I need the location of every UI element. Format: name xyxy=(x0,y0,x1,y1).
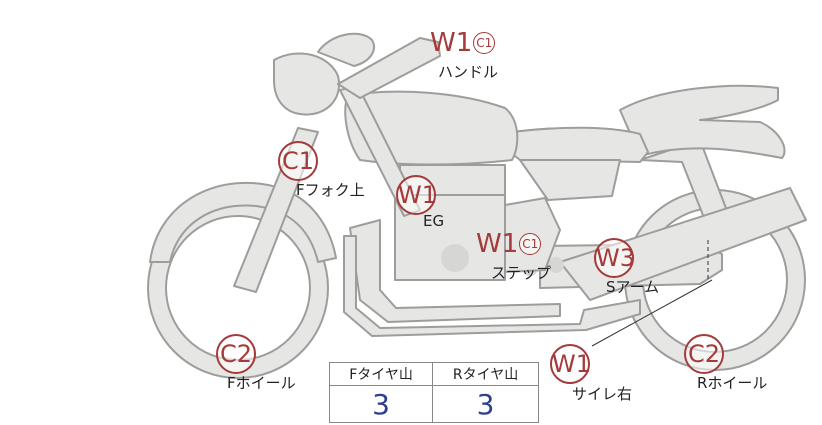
front-tread-value: 3 xyxy=(328,385,434,423)
headlight xyxy=(273,52,341,116)
seat xyxy=(504,126,649,163)
eg-code: W1 xyxy=(396,175,437,215)
tire-tread-table: Fタイヤ山 Rタイヤ山 3 3 xyxy=(328,362,539,423)
muffler-right-label: サイレ右 xyxy=(572,385,633,403)
eg-label: EG xyxy=(423,212,445,230)
front-tread-header: Fタイヤ山 xyxy=(328,362,434,386)
handle-label: ハンドル xyxy=(438,63,499,81)
exhaust-pipes xyxy=(349,219,561,323)
handlebar-grip xyxy=(337,37,441,99)
rear-tread-header: Rタイヤ山 xyxy=(432,362,539,386)
rear-tread-value: 3 xyxy=(432,385,539,423)
f-wheel-code: C2 xyxy=(216,334,256,374)
f-wheel-label: Fホイール xyxy=(227,374,296,392)
f-fork-top-code: C1 xyxy=(278,141,318,181)
muffler-leader-line xyxy=(591,279,713,347)
muffler-right-code: W1 xyxy=(550,344,591,384)
side-cover xyxy=(519,159,621,201)
r-wheel-label: Rホイール xyxy=(697,374,768,392)
r-wheel-code: C2 xyxy=(684,334,724,374)
s-arm-code: W3 xyxy=(594,238,635,278)
exhaust-pipes-lower xyxy=(343,235,641,337)
tread-header-row: Fタイヤ山 Rタイヤ山 xyxy=(328,362,539,386)
f-fork-top-label: Fフォク上 xyxy=(296,181,365,199)
tread-value-row: 3 3 xyxy=(328,385,539,423)
tail-cowl xyxy=(619,84,786,159)
handlebar xyxy=(317,32,375,67)
step-label: ステップ xyxy=(491,264,552,282)
s-arm-label: Sアーム xyxy=(606,278,660,296)
